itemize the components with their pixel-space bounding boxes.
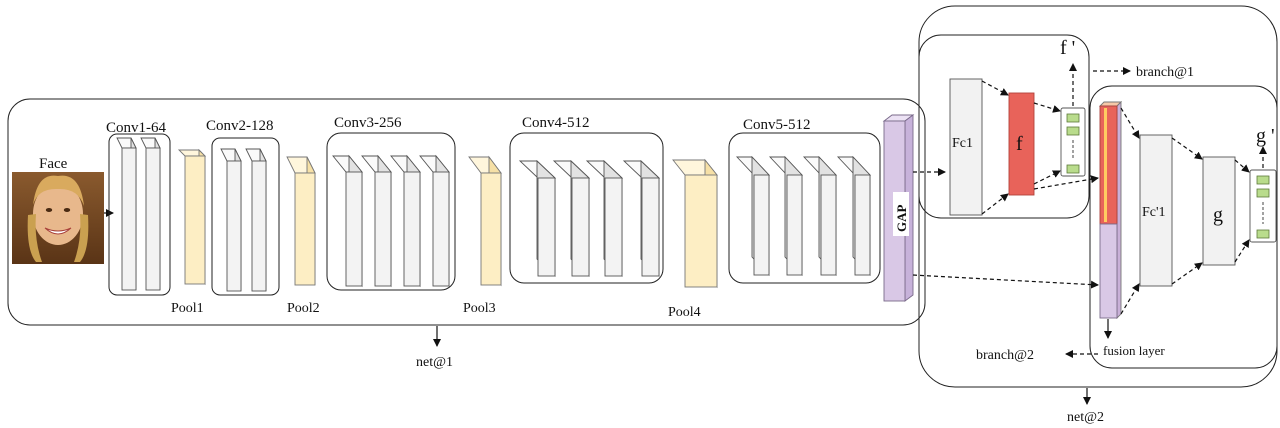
feature-f-label: f [1016, 133, 1023, 155]
face-image [12, 172, 104, 264]
f-to-fprime-arrow-bottom [1033, 170, 1061, 185]
conv-layer-1 [116, 137, 137, 291]
conv-layer-5 [332, 154, 363, 288]
fc-prime-1-layer [1139, 134, 1173, 287]
conv5-label: Conv5-512 [743, 117, 811, 133]
conv-layer-6 [361, 154, 392, 288]
conv4-label: Conv4-512 [522, 115, 590, 131]
branch2-frame [1089, 85, 1278, 369]
net1-frame [7, 98, 926, 326]
conv3-label: Conv3-256 [334, 115, 402, 131]
conv-layer-4 [245, 148, 267, 292]
pool-layer-4 [672, 158, 718, 289]
net1-label: net@1 [416, 355, 453, 370]
fusion-to-fcprime-arrow-top [1120, 107, 1140, 139]
fcprime-to-g-arrow-top [1171, 137, 1203, 160]
pool3-label: Pool3 [463, 301, 496, 316]
g-prime-label: g ' [1256, 125, 1275, 147]
f-to-fprime-arrow-top [1033, 102, 1061, 113]
pool4-label: Pool4 [668, 305, 701, 320]
fc1-label: Fc1 [952, 136, 973, 151]
pool1-label: Pool1 [171, 301, 204, 316]
feature-g-layer [1202, 156, 1236, 266]
conv-layer-13 [735, 155, 771, 277]
gap-to-fusion-arrow [912, 274, 1099, 289]
pool-layer-3 [468, 155, 502, 287]
conv-layer-12 [622, 159, 661, 278]
fusion-to-fcprime-arrow-bottom [1120, 283, 1140, 315]
face-label: Face [39, 156, 68, 172]
conv1-frame [108, 133, 171, 296]
conv-layer-14 [768, 155, 804, 277]
conv-layer-3 [220, 148, 242, 292]
gap-label: GAP [894, 205, 909, 233]
conv3-frame [326, 132, 456, 291]
fc1-layer [949, 78, 983, 216]
pool-layer-1 [177, 148, 207, 286]
f-prime-output [1060, 107, 1086, 177]
conv-layers [116, 137, 872, 292]
conv2-frame [211, 137, 280, 296]
conv-layer-9 [518, 159, 557, 278]
fc1-to-f-arrow-top [981, 80, 1009, 96]
feature-g-label: g [1213, 204, 1223, 226]
f-prime-label: f ' [1060, 37, 1075, 59]
fcprime-to-g-arrow-bottom [1171, 262, 1203, 285]
branch1-label: branch@1 [1136, 65, 1194, 80]
g-to-gprime-arrow-top [1234, 159, 1250, 173]
conv-layer-15 [802, 155, 838, 277]
conv-layer-10 [552, 159, 591, 278]
conv-layer-16 [836, 155, 872, 277]
g-to-gprime-arrow-bottom [1234, 239, 1250, 263]
conv5-frame [728, 132, 881, 284]
conv1-label: Conv1-64 [106, 120, 167, 136]
fusion-layer [1098, 100, 1123, 320]
branch2-label: branch@2 [976, 348, 1034, 363]
feature-f-layer [1008, 92, 1035, 196]
pool-layers [177, 148, 718, 289]
conv2-label: Conv2-128 [206, 118, 274, 134]
conv-layer-11 [585, 159, 624, 278]
g-prime-output [1249, 169, 1277, 243]
conv-layer-7 [390, 154, 421, 288]
fc-prime-1-label: Fc'1 [1142, 205, 1166, 220]
conv-layer-8 [419, 154, 450, 288]
pool2-label: Pool2 [287, 301, 320, 316]
conv-layer-2 [140, 137, 161, 291]
fc1-to-f-arrow-bottom [981, 193, 1009, 215]
conv4-frame [509, 132, 664, 284]
branch1-frame [918, 34, 1090, 219]
net2-label: net@2 [1067, 410, 1104, 425]
fusion-label: fusion layer [1103, 343, 1165, 358]
f-to-fusion-arrow [1033, 175, 1099, 190]
pool-layer-2 [286, 156, 316, 286]
gap-layer [882, 114, 915, 302]
